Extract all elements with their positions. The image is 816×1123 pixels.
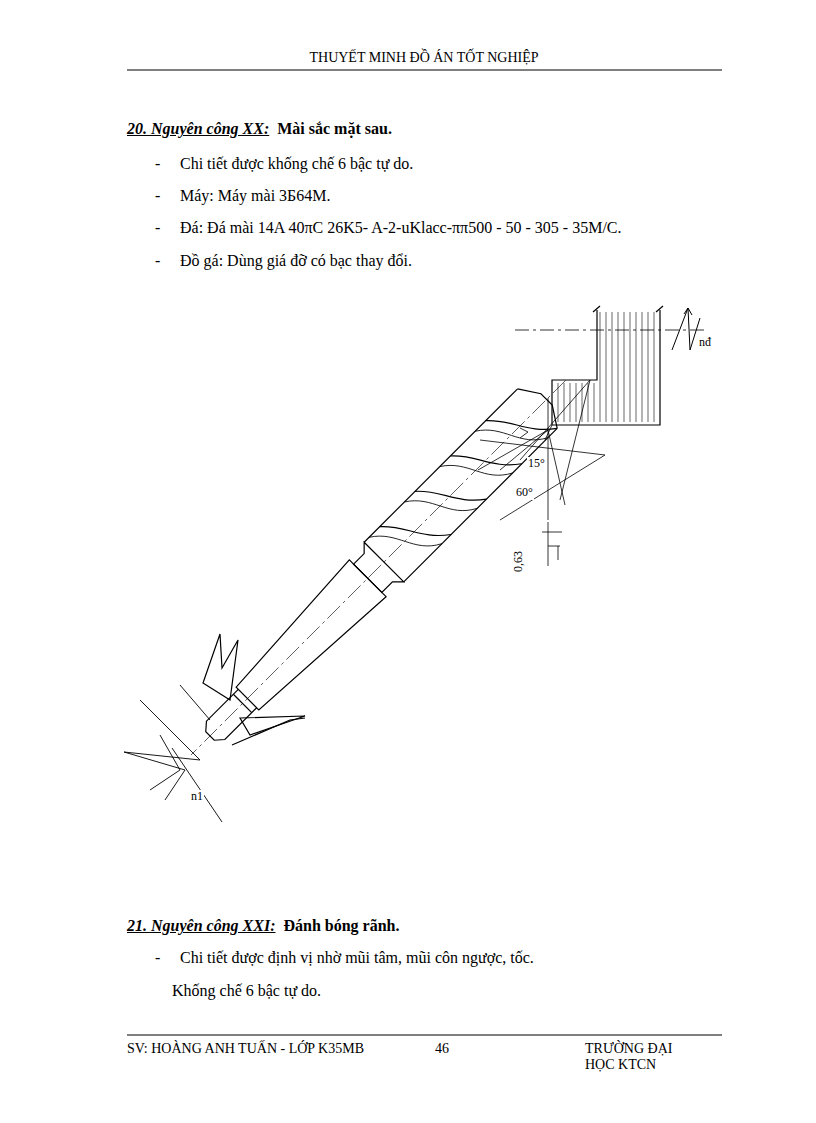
grinding-wheel — [515, 306, 705, 440]
section-title: Mài sắc mặt sau. — [277, 120, 392, 138]
rotation-label: n1 — [190, 790, 204, 804]
hatch-line — [576, 383, 577, 422]
hatch-line — [606, 312, 607, 422]
body-text: Đá: Đá mài 14A 40πC 26K5- A-2-uKlacc-ππ5… — [180, 219, 622, 237]
angle-lines — [478, 380, 605, 566]
bullet: - — [155, 187, 160, 205]
page-header: THUYẾT MINH ĐỒ ÁN TỐT NGHIỆP — [309, 50, 538, 66]
rotation-symbol — [672, 308, 700, 350]
angle-label: 60° — [515, 486, 534, 500]
footer-text: SV: HOÀNG ANH TUẤN - LỚP K35MB — [127, 1041, 364, 1057]
bullet: - — [155, 219, 160, 237]
rotation-symbol — [124, 685, 222, 822]
footer-text: TRƯỜNG ĐẠI HỌC KTCN — [585, 1041, 703, 1073]
hatch-line — [612, 312, 613, 422]
footer-rule — [127, 1035, 722, 1036]
rotation-label: nđ — [698, 336, 712, 350]
hatch-line — [594, 383, 595, 422]
support-symbol — [203, 634, 305, 745]
twist-drill — [171, 361, 585, 775]
hatch-line — [654, 312, 655, 422]
hatch-line — [636, 312, 637, 422]
hatch-line — [600, 312, 601, 422]
body-text: Chi tiết được khống chế 6 bậc tự do. — [180, 155, 413, 173]
bullet: - — [155, 949, 160, 967]
page-number: 46 — [435, 1041, 449, 1057]
bullet: - — [155, 155, 160, 173]
hatch-line — [630, 312, 631, 422]
section-heading: 21. Nguyên công XXI: — [127, 917, 275, 935]
body-text: Máy: Máy mài 3Б64М. — [180, 187, 331, 205]
section-title: Đánh bóng rãnh. — [283, 917, 399, 935]
hatch-line — [624, 312, 625, 422]
angle-label: 15° — [527, 457, 546, 471]
hatch-line — [618, 312, 619, 422]
bullet: - — [155, 252, 160, 270]
body-text: Đồ gá: Dùng giá đỡ có bạc thay đổi. — [180, 252, 412, 270]
dimension-label: 0,63 — [512, 550, 526, 573]
header-rule — [127, 70, 722, 71]
body-text: Chi tiết được định vị nhờ mũi tâm, mũi c… — [180, 949, 534, 967]
hatch-line — [564, 383, 565, 422]
hatch-line — [642, 312, 643, 422]
body-text: Khống chế 6 bậc tự do. — [172, 982, 321, 1000]
hatch-line — [648, 312, 649, 422]
section-heading: 20. Nguyên công XX: — [127, 120, 269, 138]
